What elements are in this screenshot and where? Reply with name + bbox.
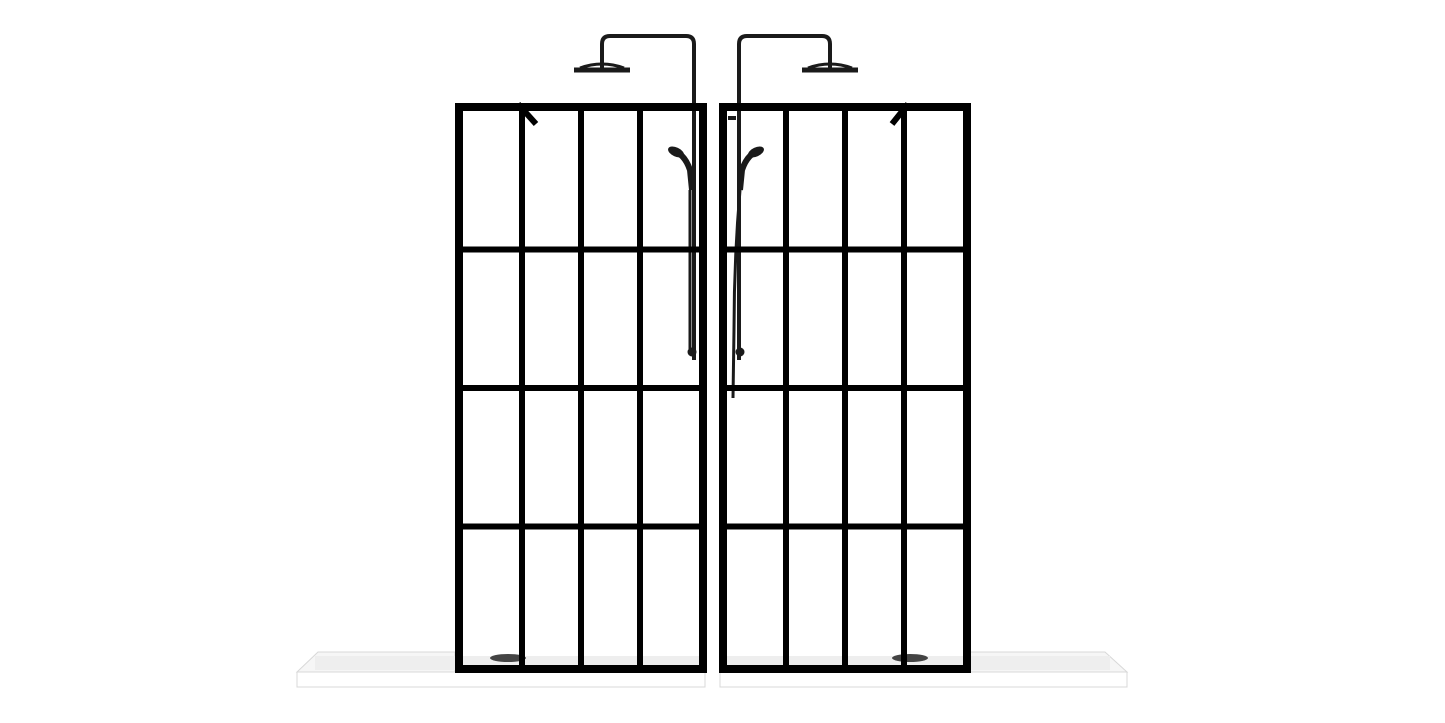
panel-frame bbox=[455, 103, 707, 673]
panel-transom bbox=[463, 523, 699, 530]
left-rain-shower-head bbox=[574, 34, 696, 360]
right-shower-panel bbox=[719, 103, 971, 673]
left-drain-icon bbox=[490, 654, 526, 662]
left-shower-panel bbox=[455, 103, 707, 673]
right-rain-shower-head bbox=[737, 34, 858, 360]
left-panel-bracket-icon bbox=[515, 101, 539, 127]
panel-transom bbox=[727, 385, 963, 391]
right-drain-icon bbox=[892, 654, 928, 662]
right-handheld-shower bbox=[728, 116, 764, 399]
panel-transom bbox=[727, 246, 963, 253]
right-panel-bracket-icon bbox=[889, 102, 911, 126]
panel-frame bbox=[719, 103, 971, 673]
panel-transom bbox=[463, 246, 699, 253]
panel-transom bbox=[463, 385, 699, 391]
panel-transom bbox=[727, 523, 963, 530]
left-handheld-shower bbox=[668, 146, 697, 357]
